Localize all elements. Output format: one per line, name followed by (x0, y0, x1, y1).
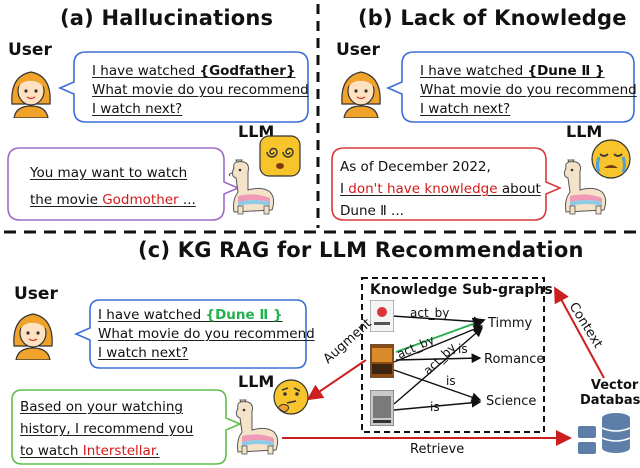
panel-c-query: I have watched {Dune Ⅱ } What movie do y… (98, 307, 315, 361)
kg-node: Romance (484, 352, 545, 367)
edge-label: act_by (410, 306, 450, 320)
augment-arrow (306, 359, 367, 401)
panel-a-title: (a) Hallucinations (60, 6, 274, 30)
edge-label: is (430, 400, 440, 414)
movie-poster-icon (370, 344, 394, 378)
edge-label: is (458, 342, 468, 356)
panel-b-user-label: User (336, 40, 380, 60)
crying-face-icon (591, 139, 631, 179)
kg-title: Knowledge Sub-graphs (370, 282, 553, 298)
edge-label: is (446, 374, 456, 388)
panel-b-llm-label: LLM (566, 122, 603, 141)
kg-node: Science (486, 394, 537, 409)
panel-c-llm-label: LLM (238, 372, 275, 391)
user-avatar-icon (11, 71, 51, 118)
llama-icon (563, 159, 607, 215)
panel-c-answer: Based on your watching history, I recomm… (20, 399, 194, 459)
panel-b-answer: As of December 2022, I don't have knowle… (340, 159, 541, 219)
panel-c-user-label: User (14, 284, 58, 304)
llama-icon (228, 159, 275, 215)
vector-db-label: VectorDatabase (580, 378, 640, 408)
context-arrow (554, 286, 605, 379)
dizzy-face-icon (259, 135, 301, 177)
movie-poster-icon (370, 390, 394, 426)
panel-b-query: I have watched {Dune Ⅱ } What movie do y… (420, 63, 637, 117)
retrieve-label: Retrieve (410, 442, 465, 457)
movie-poster-icon (370, 300, 394, 332)
panel-a-answer: You may want to watch the movie Godmothe… (30, 165, 196, 208)
panel-b-title: (b) Lack of Knowledge (358, 6, 627, 30)
panel-a-query: I have watched {Godfather} What movie do… (92, 63, 309, 117)
database-icon (578, 413, 631, 454)
kg-box (361, 277, 545, 433)
kg-node: Timmy (488, 316, 533, 331)
user-avatar-icon (13, 313, 53, 360)
panel-a-user-label: User (8, 40, 52, 60)
thinking-face-icon (273, 379, 309, 415)
panel-c-title: (c) KG RAG for LLM Recommendation (138, 238, 584, 262)
user-avatar-icon (341, 71, 381, 118)
llama-icon (235, 399, 279, 455)
